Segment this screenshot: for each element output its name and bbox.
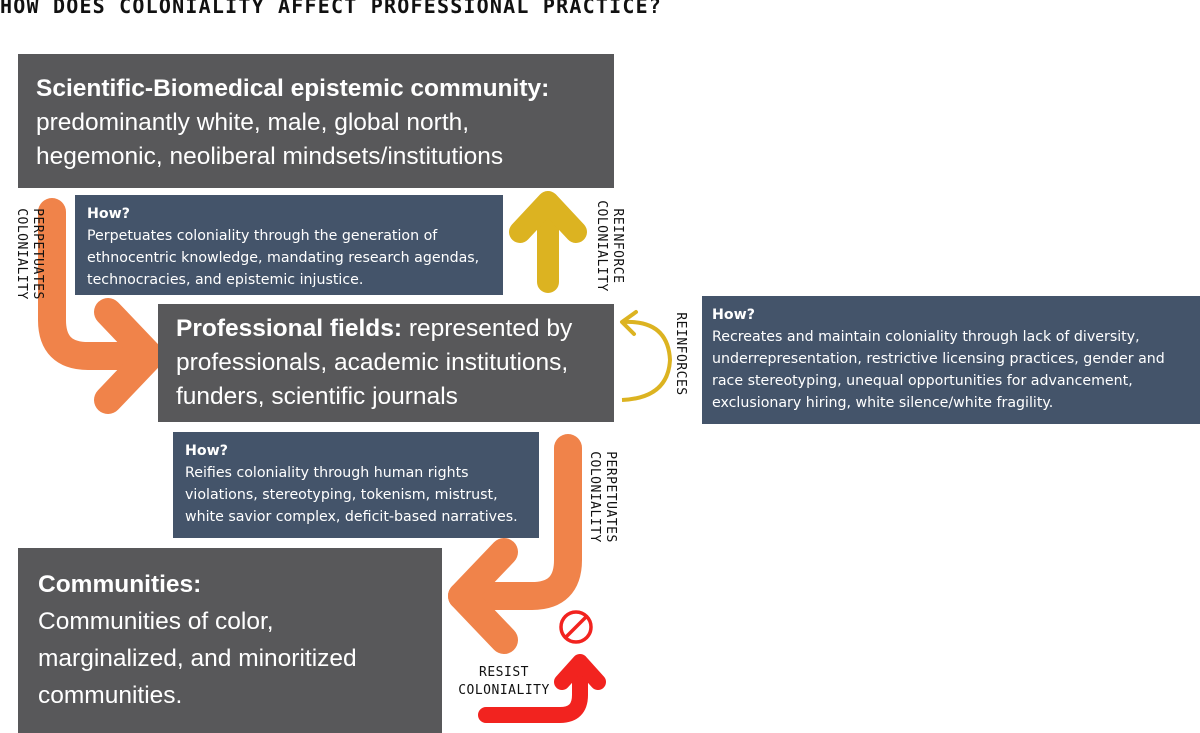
perpetuates-right-arrow	[448, 434, 582, 654]
how-box-1-heading: How?	[87, 206, 130, 222]
professional-fields-body: represented by professionals, academic i…	[176, 315, 573, 410]
how-box-2-body: Recreates and maintain coloniality throu…	[712, 329, 1165, 411]
resist-arrow	[478, 654, 606, 723]
professional-fields-box: Professional fields: represented by prof…	[158, 304, 614, 422]
how-box-2: How? Recreates and maintain coloniality …	[702, 296, 1200, 424]
reinforce-coloniality-label: REINFORCE COLONIALITY	[594, 200, 625, 292]
how-box-3-body: Reifies coloniality through human rights…	[185, 465, 518, 525]
reinforces-label: REINFORCES	[673, 312, 688, 396]
reinforce-up-arrow	[509, 191, 587, 293]
how-box-3: How? Reifies coloniality through human r…	[173, 432, 539, 538]
how-box-1-body: Perpetuates coloniality through the gene…	[87, 228, 480, 288]
communities-box: Communities: Communities of color, margi…	[18, 548, 442, 733]
communities-heading: Communities:	[38, 571, 202, 598]
how-box-3-heading: How?	[185, 443, 228, 459]
professional-fields-heading: Professional fields:	[176, 315, 403, 342]
how-box-2-heading: How?	[712, 307, 755, 323]
no-entry-circle-icon	[559, 610, 593, 644]
perpetuates-right-label: PERPETUATES COLONIALITY	[587, 451, 618, 543]
scientific-community-heading: Scientific-Biomedical epistemic communit…	[36, 75, 550, 102]
scientific-community-box: Scientific-Biomedical epistemic communit…	[18, 54, 614, 188]
how-box-1: How? Perpetuates coloniality through the…	[75, 195, 503, 295]
resist-label: RESIST COLONIALITY	[458, 665, 550, 698]
perpetuates-left-arrow	[38, 198, 164, 414]
reinforces-loop-arrow	[620, 310, 673, 402]
perpetuates-left-label: PERPETUATES COLONIALITY	[14, 208, 45, 300]
communities-body: Communities of color, marginalized, and …	[38, 608, 357, 709]
page-title: HOW DOES COLONIALITY AFFECT PROFESSIONAL…	[0, 0, 663, 18]
scientific-community-body: predominantly white, male, global north,…	[36, 109, 504, 170]
